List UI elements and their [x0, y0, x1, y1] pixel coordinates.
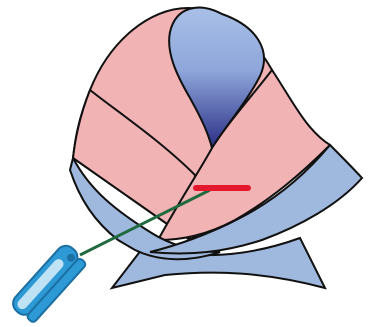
stapler-icon: [9, 242, 88, 325]
